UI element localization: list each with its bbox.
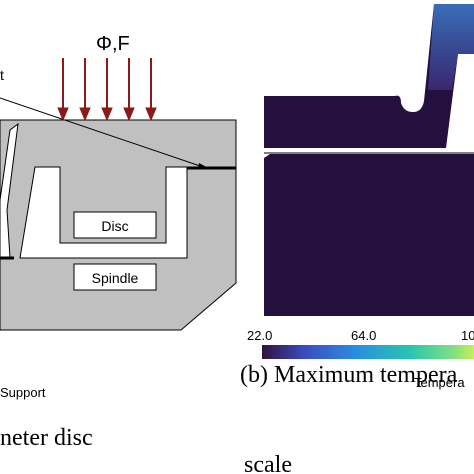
- support-label: Support: [0, 385, 46, 400]
- load-arrows: [57, 58, 157, 122]
- right-caption-line1: (b) Maximum tempera: [240, 362, 458, 388]
- colorbar-tick-max: 10: [461, 328, 474, 343]
- left-panel: Φ,F t Disc Spindle Support neter disc: [0, 33, 237, 451]
- load-arrowhead: [101, 107, 113, 122]
- pointer-line: [0, 97, 207, 169]
- disc-label: Disc: [101, 218, 128, 234]
- colorbar: [262, 345, 474, 359]
- left-caption: neter disc: [0, 425, 93, 451]
- load-arrowhead: [79, 107, 91, 122]
- groove-cutout: [19, 166, 188, 259]
- load-arrowhead: [145, 107, 157, 122]
- lower-domain: [264, 154, 474, 316]
- force-label: Φ,F: [96, 33, 130, 55]
- right-caption-line2: scale: [244, 452, 292, 474]
- right-panel: 22.0 64.0 10 Tempera (b) Maximum tempera…: [240, 4, 474, 474]
- load-arrowhead: [123, 107, 135, 122]
- load-arrowhead: [57, 107, 69, 122]
- colorbar-tick-mid: 64.0: [351, 328, 376, 343]
- colorbar-tick-min: 22.0: [247, 328, 272, 343]
- spindle-label-box: [73, 263, 157, 291]
- spindle-label: Spindle: [92, 270, 139, 286]
- cropped-label: t: [0, 67, 4, 83]
- colorbar-label: Tempera: [414, 375, 465, 390]
- channel-hot-zone: [428, 4, 474, 90]
- upper-domain: [264, 4, 474, 148]
- pointer-arrowhead: [198, 163, 210, 169]
- disc-label-box: [73, 211, 157, 239]
